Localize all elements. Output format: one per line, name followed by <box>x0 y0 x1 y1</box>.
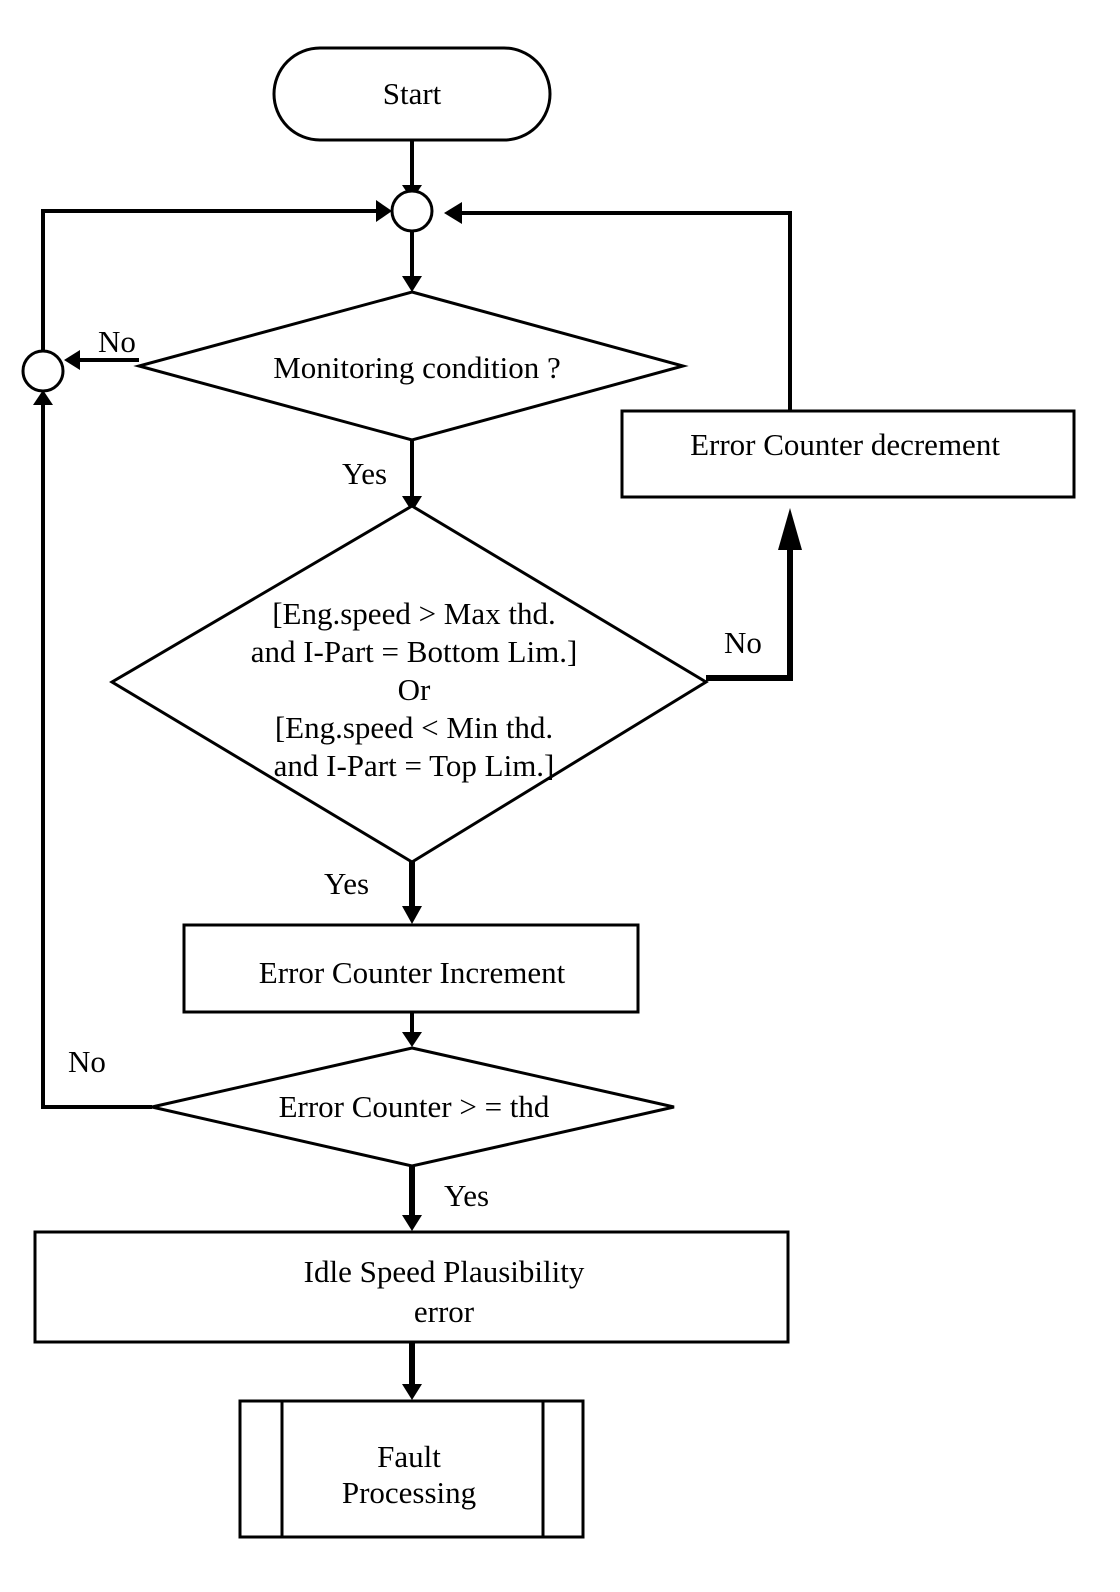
arrowhead <box>33 390 53 405</box>
plausibility-line-2: error <box>414 1294 475 1329</box>
monitoring-no-label: No <box>98 324 136 359</box>
predefined-process-fault <box>238 1399 585 1539</box>
arrowhead <box>402 906 422 924</box>
condition-line-3: Or <box>398 672 431 707</box>
start-label: Start <box>383 76 442 111</box>
threshold-no-label: No <box>68 1044 106 1079</box>
fault-line-2: Processing <box>342 1475 476 1510</box>
fault-line-1: Fault <box>377 1439 441 1474</box>
edge-left-loop-to-top <box>41 209 377 351</box>
condition-yes-label: Yes <box>324 866 369 901</box>
plausibility-line-1: Idle Speed Plausibility <box>304 1254 585 1289</box>
arrowhead <box>402 1215 422 1231</box>
merge-connector-top <box>390 189 434 233</box>
edge-threshold-no <box>41 405 152 1109</box>
threshold-yes-label: Yes <box>444 1178 489 1213</box>
condition-line-4: [Eng.speed < Min thd. <box>275 710 553 745</box>
arrowhead <box>444 202 462 224</box>
decision-monitoring-label: Monitoring condition ? <box>273 350 561 385</box>
merge-connector-left <box>21 349 65 393</box>
arrowhead <box>64 350 80 370</box>
condition-no-label: No <box>724 625 762 660</box>
process-decrement-label: Error Counter decrement <box>690 427 1000 462</box>
arrowhead <box>376 200 392 222</box>
edge-condition-no <box>706 530 793 681</box>
process-decrement <box>620 409 1076 499</box>
edge-decrement-to-top <box>450 211 792 411</box>
arrowhead <box>778 508 802 550</box>
condition-line-5: and I-Part = Top Lim.] <box>274 748 555 783</box>
condition-line-2: and I-Part = Bottom Lim.] <box>251 634 578 669</box>
decision-threshold-label: Error Counter > = thd <box>279 1089 550 1124</box>
arrowhead <box>402 276 422 292</box>
arrowhead <box>402 1032 422 1047</box>
arrowhead <box>402 496 422 512</box>
arrowhead <box>402 1384 422 1400</box>
monitoring-yes-label: Yes <box>342 456 387 491</box>
process-increment-label: Error Counter Increment <box>259 955 566 990</box>
process-plausibility-error <box>33 1230 790 1344</box>
condition-line-1: [Eng.speed > Max thd. <box>272 596 556 631</box>
process-increment <box>182 923 640 1014</box>
